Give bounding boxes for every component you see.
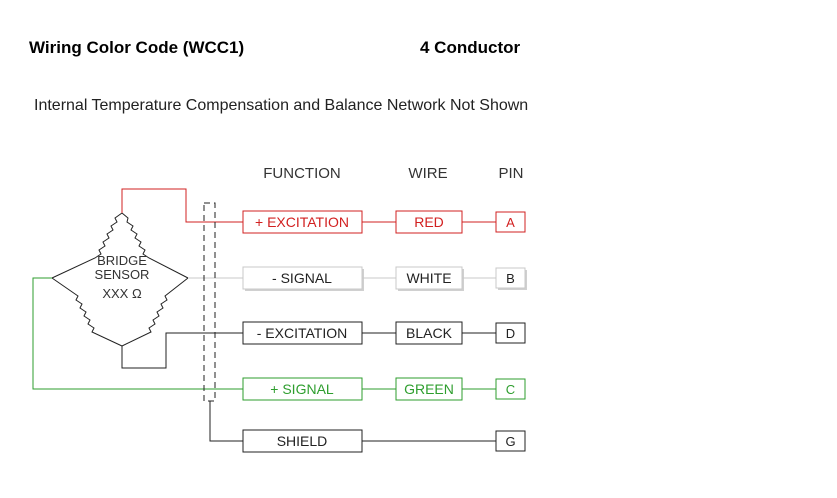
bridge-edge-top-left [51,212,123,279]
pin-box-3 [495,378,526,400]
wire-label-1: WHITE [406,270,451,286]
wire-green-bridge [32,277,243,390]
bridge-label-line1: BRIDGE [97,253,147,268]
pin-label-1: B [506,271,515,286]
pin-box-0 [495,211,526,233]
bridge-edge-bottom-right [121,277,189,347]
wire-red-bridge [121,188,243,223]
wire-shield-drain [209,401,243,442]
cable-shield [203,202,216,402]
wire-label-2: BLACK [406,325,453,341]
pin-label-2: D [506,326,515,341]
pin-box-2 [495,322,526,344]
page-title: Wiring Color Code (WCC1) [29,38,245,57]
column-header-wire: WIRE [408,165,447,182]
conductor-count: 4 Conductor [420,38,521,57]
pin-box-4 [495,430,526,452]
wire-black-bridge [121,332,243,369]
pin-box-1 [495,267,526,289]
pin-label-0: A [506,215,515,230]
bridge-edge-top-right [121,212,189,279]
bridge-sensor [51,212,189,347]
rows-group: + EXCITATION RED A - SIGNAL WHITE B - EXCITATI… [242,210,527,453]
function-label-1: - SIGNAL [272,270,332,286]
column-header-pin: PIN [498,165,523,182]
function-label-3: + SIGNAL [270,381,334,397]
pin-label-3: C [506,382,515,397]
function-label-0: + EXCITATION [255,214,349,230]
bridge-edge-bottom-left [51,277,123,347]
bridge-label-line3: XXX Ω [102,286,142,301]
function-label-4: SHIELD [277,433,328,449]
wire-label-3: GREEN [404,381,454,397]
pin-label-4: G [505,434,515,449]
bridge-label-line2: SENSOR [95,267,150,282]
wire-label-0: RED [414,214,444,230]
function-label-2: - EXCITATION [257,325,347,341]
column-header-function: FUNCTION [263,165,341,182]
page-subtitle: Internal Temperature Compensation and Ba… [34,97,529,114]
